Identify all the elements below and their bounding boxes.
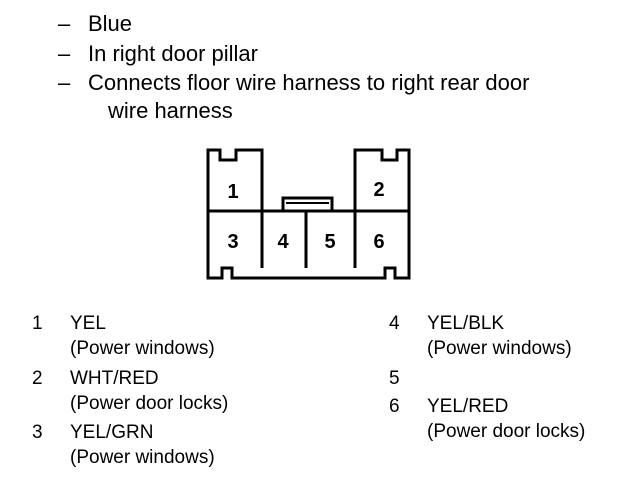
note-color: –Blue: [58, 11, 132, 37]
pin-number: 5: [389, 368, 400, 389]
wire-color: YEL/GRN: [70, 422, 154, 443]
wire-color: WHT/RED: [70, 368, 159, 389]
circuit-description: (Power windows): [427, 338, 572, 359]
cavity-6-label: 6: [373, 231, 384, 253]
note-connects: –Connects floor wire harness to right re…: [58, 70, 529, 96]
cavity-4-label: 4: [277, 231, 289, 253]
circuit-description: (Power door locks): [70, 393, 229, 414]
circuit-description: (Power door locks): [427, 421, 586, 442]
wire-color: YEL/RED: [427, 396, 509, 417]
dash: –: [58, 70, 71, 95]
locking-tab: [281, 196, 334, 213]
pin-number: 2: [32, 368, 43, 389]
circuit-description: (Power windows): [70, 338, 215, 359]
pin-number: 1: [32, 313, 43, 334]
dash: –: [58, 11, 71, 36]
note-connects-text: Connects floor wire harness to right rea…: [88, 70, 530, 95]
connector-outline: [206, 148, 411, 280]
pin-number: 3: [32, 422, 43, 443]
cavity-3-label: 3: [227, 231, 238, 253]
cavity-2-label: 2: [373, 179, 384, 201]
wire-color: YEL: [70, 313, 106, 334]
cavity-5-label: 5: [324, 231, 335, 253]
cavity-1-label: 1: [227, 181, 238, 203]
note-connects-continuation: wire harness: [108, 98, 233, 123]
pin-number: 4: [389, 313, 400, 334]
note-location-text: In right door pillar: [88, 41, 258, 66]
wire-color: YEL/BLK: [427, 313, 505, 334]
dash: –: [58, 41, 71, 66]
pin-number: 6: [389, 396, 400, 417]
circuit-description: (Power windows): [70, 447, 215, 468]
note-color-text: Blue: [88, 11, 133, 36]
note-location: –In right door pillar: [58, 41, 258, 67]
